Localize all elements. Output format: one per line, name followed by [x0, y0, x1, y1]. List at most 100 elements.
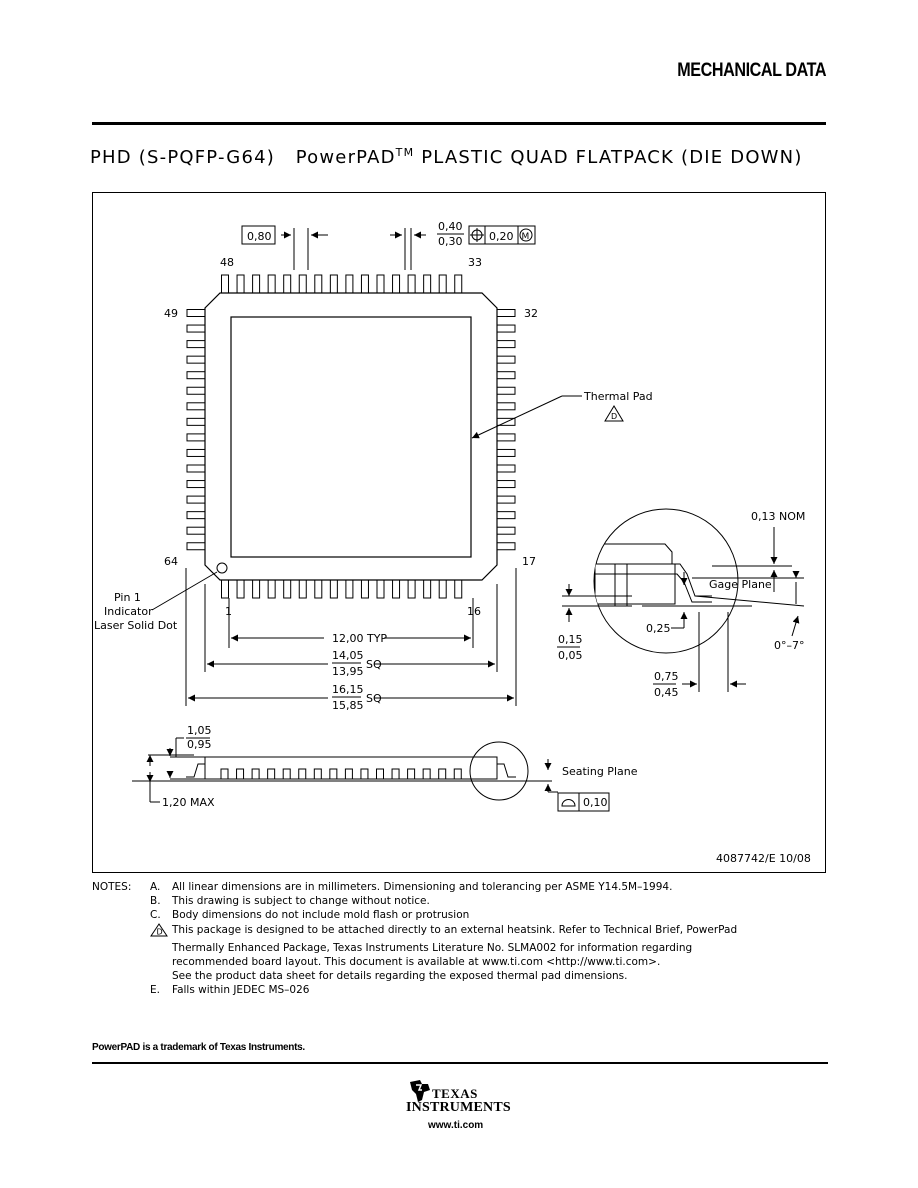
package-code: PHD (S-PQFP-G64) [90, 147, 275, 168]
notes-section: NOTES: A. All linear dimensions are in m… [92, 880, 737, 998]
note-d-line-4: See the product data sheet for details r… [172, 970, 628, 983]
lead [186, 511, 206, 520]
lead [220, 768, 229, 780]
lead [344, 768, 353, 780]
dim-16-max: 16,15 [332, 683, 364, 696]
gage-plane-label: Gage Plane [709, 578, 772, 591]
lead [236, 579, 245, 599]
note-row-c: C. Body dimensions do not include mold f… [150, 909, 470, 922]
lead [329, 768, 338, 780]
side-detail-circle [469, 741, 529, 801]
lead-width-max: 0,40 [438, 220, 463, 233]
foot-max: 0,75 [654, 670, 679, 683]
tolerance-value: 0,20 [489, 230, 514, 243]
lead [186, 417, 206, 426]
logo-line-1: TEXAS [432, 1086, 478, 1101]
lead [496, 324, 516, 333]
lead [283, 274, 292, 294]
pin1-dot [216, 562, 228, 574]
lead [423, 274, 432, 294]
lead [186, 448, 206, 457]
logo-line-2: INSTRUMENTS [406, 1100, 511, 1115]
pin1-label-2: Indicator [104, 605, 153, 618]
page-title: MECHANICAL DATA [677, 60, 826, 81]
flatness-icon [561, 799, 576, 807]
lead [186, 433, 206, 442]
ti-logo[interactable]: TEXAS INSTRUMENTS www.ti.com [406, 1076, 526, 1136]
lead [251, 768, 260, 780]
lead [186, 340, 206, 349]
dim-14-max: 14,05 [332, 649, 364, 662]
detail-view [593, 508, 739, 654]
lead [186, 324, 206, 333]
lead [221, 579, 229, 599]
lead [267, 768, 276, 780]
lead [496, 386, 516, 395]
lead [186, 526, 206, 535]
lead [496, 448, 516, 457]
lead [496, 480, 516, 489]
lead [186, 371, 206, 380]
lead [360, 579, 369, 599]
mmc-modifier: M [522, 232, 530, 242]
pin1-label-1: Pin 1 [114, 591, 141, 604]
lead [438, 274, 447, 294]
lead [496, 371, 516, 380]
lead [360, 768, 369, 780]
lead [496, 464, 516, 473]
nom-dim: 0,13 NOM [751, 510, 805, 523]
lead [376, 579, 385, 599]
lead [221, 274, 229, 294]
lead [186, 495, 206, 504]
website-link[interactable]: www.ti.com [428, 1120, 484, 1131]
lead [496, 355, 516, 364]
bottom-leads [221, 579, 463, 599]
lead [298, 274, 307, 294]
lead [283, 579, 292, 599]
package-name-suffix: PLASTIC QUAD FLATPACK (DIE DOWN) [421, 147, 803, 168]
lead [392, 579, 401, 599]
body-h-max: 1,05 [187, 724, 212, 737]
coplanarity-value: 0,10 [583, 796, 608, 809]
note-e: Falls within JEDEC MS–026 [172, 984, 310, 997]
document-id: 4087742/E 10/08 [716, 852, 811, 865]
pin-16: 16 [467, 605, 481, 618]
lead [496, 495, 516, 504]
header-rule [92, 122, 826, 125]
left-leads [186, 309, 206, 551]
svg-text:D: D [611, 412, 617, 421]
pin-49: 49 [164, 307, 178, 320]
lead [423, 579, 432, 599]
package-name-prefix: PowerPAD [295, 147, 396, 168]
note-d-line-3: recommended board layout. This document … [172, 956, 661, 969]
lead [252, 274, 261, 294]
lead-width-min: 0,30 [438, 235, 463, 248]
lead [236, 274, 245, 294]
pin-32: 32 [524, 307, 538, 320]
standoff-max: 0,15 [558, 633, 583, 646]
lead [438, 579, 447, 599]
lead [298, 768, 307, 780]
thermal-pad-label: Thermal Pad [583, 390, 653, 403]
foot-min: 0,45 [654, 686, 679, 699]
lead [345, 274, 354, 294]
right-leads [496, 309, 516, 551]
dim-16-sq: SQ [366, 692, 382, 705]
lead [454, 274, 463, 294]
package-title: PHD (S-PQFP-G64) PowerPADTM PLASTIC QUAD… [90, 146, 803, 168]
lead [186, 309, 206, 317]
note-row-e: E. Falls within JEDEC MS–026 [150, 984, 310, 997]
note-d-line-2: Thermally Enhanced Package, Texas Instru… [172, 941, 693, 954]
lead [496, 340, 516, 349]
lead [496, 309, 516, 317]
lead [376, 274, 385, 294]
lead [267, 274, 276, 294]
note-c: Body dimensions do not include mold flas… [172, 909, 470, 922]
lead [186, 402, 206, 411]
lead [407, 274, 416, 294]
ti-logo-icon [410, 1080, 430, 1102]
lead [282, 768, 291, 780]
lead [392, 274, 401, 294]
lead [186, 386, 206, 395]
angle-dim: 0°–7° [774, 639, 805, 652]
